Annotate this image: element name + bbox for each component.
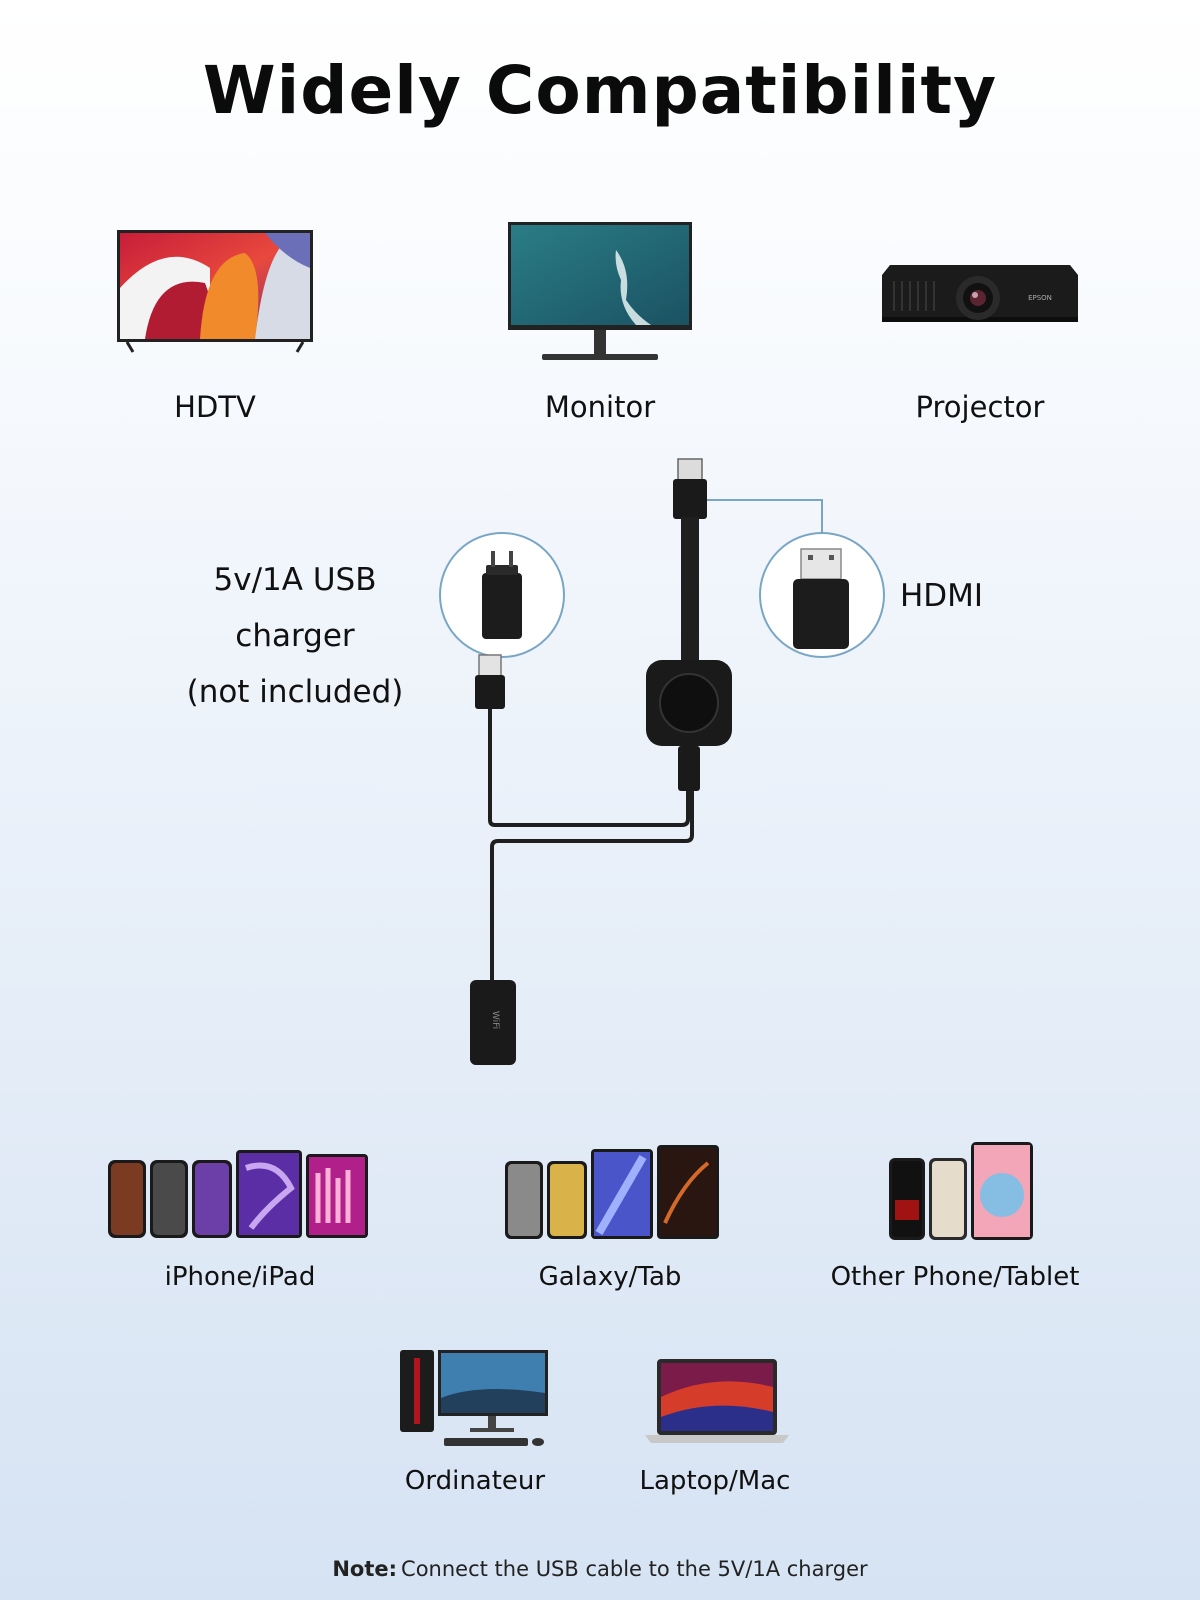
hdtv-icon: [115, 228, 315, 358]
source-label-iphone-ipad: iPhone/iPad: [164, 1262, 316, 1292]
charger-line-3: (not included): [186, 674, 404, 710]
charger-callout-icon: [439, 532, 565, 658]
source-label-laptop-mac: Laptop/Mac: [639, 1466, 791, 1496]
projector-icon: EPSON: [880, 255, 1080, 335]
hdmi-label: HDMI: [900, 578, 984, 614]
hdmi-callout-icon: [759, 532, 885, 658]
source-label-other-phone-tablet: Other Phone/Tablet: [830, 1262, 1080, 1292]
display-label-monitor: Monitor: [544, 390, 656, 424]
other-phone-tablet-icon: [887, 1140, 1035, 1244]
charger-line-2: charger: [235, 618, 355, 654]
desktop-computer-icon: [398, 1348, 550, 1450]
galaxy-tab-icon: [503, 1143, 721, 1243]
dongle-diagram: WiFi: [420, 455, 890, 1095]
source-label-ordinateur: Ordinateur: [404, 1466, 546, 1496]
monitor-icon: [506, 220, 694, 370]
note-prefix: Note:: [332, 1557, 398, 1581]
laptop-icon: [643, 1357, 791, 1445]
display-label-hdtv: HDTV: [174, 390, 256, 424]
note-text: Connect the USB cable to the 5V/1A charg…: [401, 1557, 868, 1581]
charger-note: 5v/1A USB charger (not included): [150, 552, 440, 720]
iphone-ipad-icon: [106, 1148, 371, 1240]
footer-note: Note:Connect the USB cable to the 5V/1A …: [0, 1557, 1200, 1581]
page-title: Widely Compatibility: [202, 52, 998, 129]
charger-line-1: 5v/1A USB: [213, 562, 377, 598]
adapter-label: WiFi: [490, 1011, 500, 1029]
projector-brand: EPSON: [1028, 294, 1052, 302]
source-label-galaxy-tab: Galaxy/Tab: [538, 1262, 682, 1292]
display-label-projector: Projector: [915, 390, 1045, 424]
